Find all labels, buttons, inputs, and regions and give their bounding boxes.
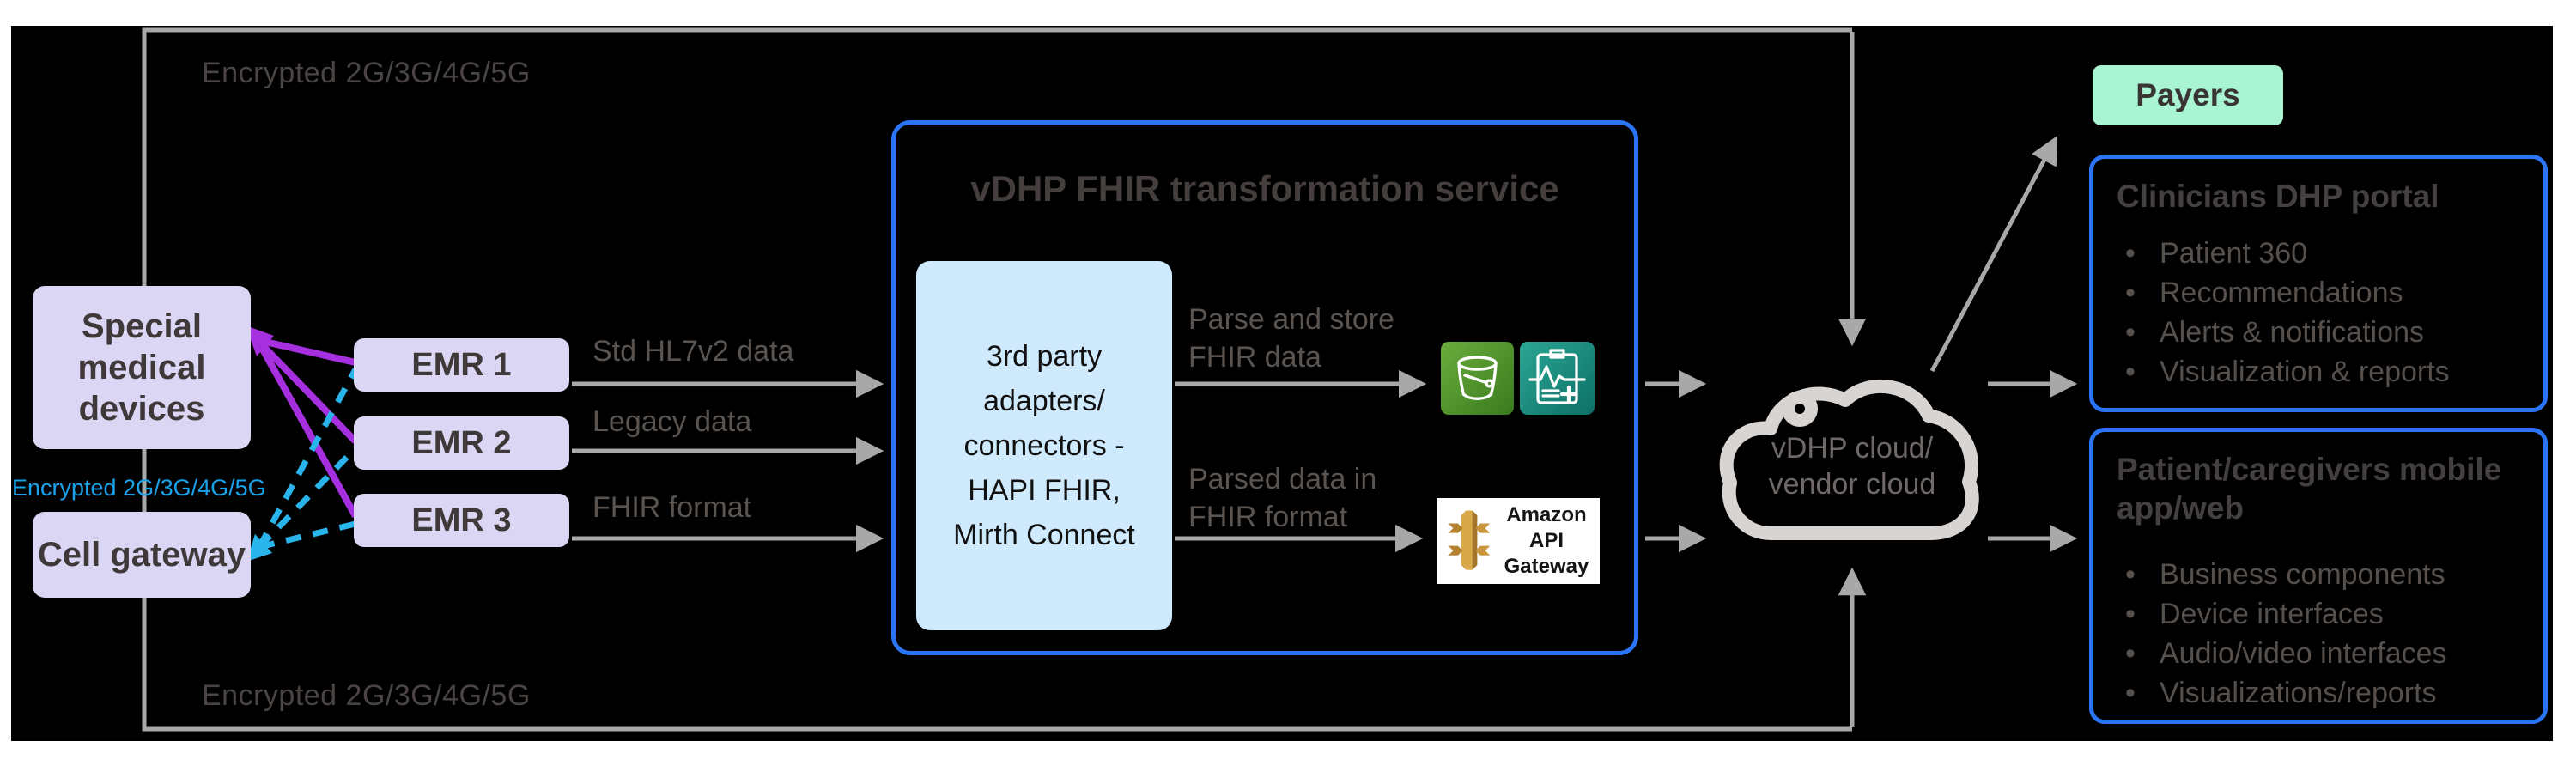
clinicians-portal-box <box>2089 155 2548 412</box>
parsed-data-flow-line2: FHIR format <box>1188 501 1348 533</box>
patients-feature-item: Business components <box>2118 555 2447 594</box>
clinicians-feature-label: Visualization & reports <box>2160 356 2450 388</box>
emr-1-flow-label: Std HL7v2 data <box>592 335 794 368</box>
api-gateway-label: Amazon API Gateway <box>1498 502 1595 580</box>
clinicians-feature-list: Patient 360 Recommendations Alerts & not… <box>2118 234 2450 392</box>
api-gateway-card: Amazon API Gateway <box>1437 498 1600 584</box>
emr-3-node: EMR 3 <box>354 494 569 547</box>
emr-3-flow-label: FHIR format <box>592 491 752 524</box>
special-medical-devices-label: Special medical devices <box>77 307 206 428</box>
payers-label: Payers <box>2136 77 2240 112</box>
adapter-connectors-node: 3rd party adapters/ connectors - HAPI FH… <box>916 261 1172 630</box>
clinicians-feature-label: Recommendations <box>2160 277 2403 309</box>
clinicians-feature-label: Alerts & notifications <box>2160 316 2425 349</box>
patients-feature-label: Business components <box>2160 558 2445 591</box>
encrypted-cell-link-label: Encrypted 2G/3G/4G/5G <box>12 475 266 501</box>
patients-app-title: Patient/caregivers mobile app/web <box>2117 452 2502 526</box>
encrypted-top-label: Encrypted 2G/3G/4G/5G <box>202 57 531 89</box>
clinicians-feature-item: Visualization & reports <box>2118 352 2450 392</box>
cloud-icon <box>1719 379 1979 540</box>
api-gateway-label-line1: Amazon <box>1506 503 1587 526</box>
clinicians-feature-label: Patient 360 <box>2160 237 2308 270</box>
adapter-line: Mirth Connect <box>953 519 1135 551</box>
s3-bucket-icon <box>1441 342 1514 415</box>
emr-2-label: EMR 2 <box>411 424 512 461</box>
parse-store-flow-line2: FHIR data <box>1188 341 1321 374</box>
patients-feature-item: Device interfaces <box>2118 594 2447 634</box>
parsed-data-flow-label: Parsed data in FHIR format <box>1188 460 1376 536</box>
special-medical-devices-node: Special medical devices <box>33 286 251 449</box>
patients-feature-item: Visualizations/reports <box>2118 673 2447 713</box>
emr-1-label: EMR 1 <box>411 346 512 383</box>
api-gateway-label-line2: API Gateway <box>1504 529 1589 578</box>
emr-1-node: EMR 1 <box>354 338 569 392</box>
patients-feature-label: Visualizations/reports <box>2160 677 2437 709</box>
fhir-transformation-service-box <box>891 120 1638 655</box>
emr-2-flow-label: Legacy data <box>592 405 752 438</box>
parse-store-flow-label: Parse and store FHIR data <box>1188 301 1394 376</box>
patients-app-box <box>2089 428 2548 724</box>
parse-store-flow-line1: Parse and store <box>1188 303 1395 336</box>
clinicians-portal-title: Clinicians DHP portal <box>2117 179 2439 214</box>
cloud-label-line1: vDHP cloud/ <box>1771 432 1934 465</box>
payers-node: Payers <box>2093 65 2283 125</box>
fhir-datastore-icon <box>1520 342 1595 415</box>
emr-3-label: EMR 3 <box>411 502 512 538</box>
cell-gateway-node: Cell gateway <box>33 512 251 598</box>
clinicians-feature-item: Recommendations <box>2118 273 2450 313</box>
patients-feature-item: Audio/video interfaces <box>2118 634 2447 673</box>
patients-feature-label: Device interfaces <box>2160 598 2384 630</box>
clinicians-feature-item: Patient 360 <box>2118 234 2450 273</box>
emr-2-node: EMR 2 <box>354 416 569 470</box>
adapter-line: 3rd party <box>986 340 1103 373</box>
adapter-line: adapters/ <box>983 385 1105 417</box>
cell-gateway-label: Cell gateway <box>37 535 246 574</box>
fhir-transformation-service-title: vDHP FHIR transformation service <box>970 168 1559 209</box>
patients-feature-list: Business components Device interfaces Au… <box>2118 555 2447 713</box>
adapter-line: HAPI FHIR, <box>968 474 1121 507</box>
adapter-line: connectors - <box>963 429 1125 462</box>
api-gateway-icon <box>1448 510 1491 570</box>
parsed-data-flow-line1: Parsed data in <box>1188 463 1377 495</box>
cloud-label-line2: vendor cloud <box>1768 468 1936 501</box>
patients-feature-label: Audio/video interfaces <box>2160 637 2447 670</box>
encrypted-bottom-label: Encrypted 2G/3G/4G/5G <box>202 679 531 712</box>
clinicians-feature-item: Alerts & notifications <box>2118 313 2450 352</box>
